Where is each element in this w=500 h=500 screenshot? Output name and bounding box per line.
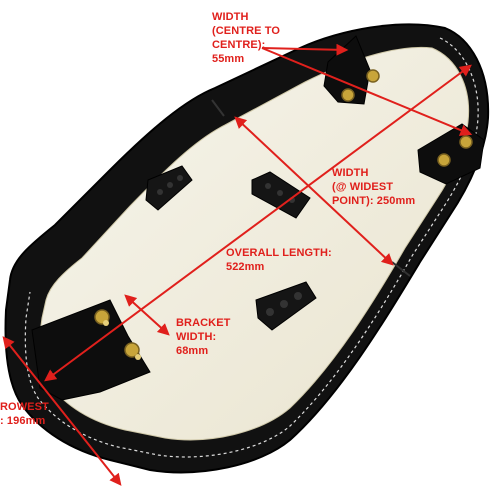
bolt	[103, 320, 109, 326]
arrow-narrowest	[2, 336, 122, 486]
measurement-arrows	[2, 43, 473, 486]
bolt	[459, 135, 473, 149]
bolt	[341, 88, 355, 102]
arrow-overall-length	[44, 64, 472, 382]
arrow-bracket-width	[124, 294, 170, 336]
label-width-widest: WIDTH (@ WIDEST POINT): 250mm	[332, 167, 416, 207]
label-width-centre: WIDTH (CENTRE TO CENTRE): 55mm	[212, 11, 281, 65]
bolt	[437, 153, 451, 167]
bolt	[366, 69, 380, 83]
label-narrowest: ROWEST : 196mm	[0, 401, 49, 427]
arrow-width-centre	[261, 43, 349, 56]
bolt	[135, 354, 141, 360]
label-overall-length: OVERALL LENGTH: 522mm	[226, 247, 332, 273]
label-bracket-width: BRACKET WIDTH: 68mm	[176, 317, 231, 357]
